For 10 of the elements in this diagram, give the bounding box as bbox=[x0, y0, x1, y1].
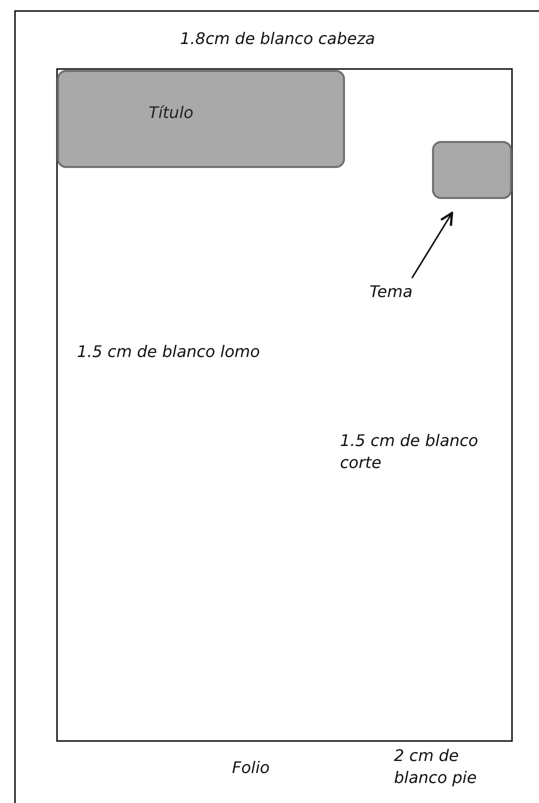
leader-arrow bbox=[411, 212, 454, 278]
margin-label: Folio bbox=[232, 757, 271, 779]
margin-label: 2 cm de blanco pie bbox=[394, 745, 478, 790]
margin-label: 1.8cm de blanco cabeza bbox=[180, 28, 376, 50]
margin-label: 1.5 cm de blanco corte bbox=[340, 430, 480, 474]
block-label: Título bbox=[148, 102, 194, 122]
title-block bbox=[57, 70, 345, 168]
margin-label: 1.5 cm de blanco lomo bbox=[77, 341, 261, 363]
callout-label: Tema bbox=[369, 282, 413, 300]
topic-block bbox=[432, 141, 512, 199]
